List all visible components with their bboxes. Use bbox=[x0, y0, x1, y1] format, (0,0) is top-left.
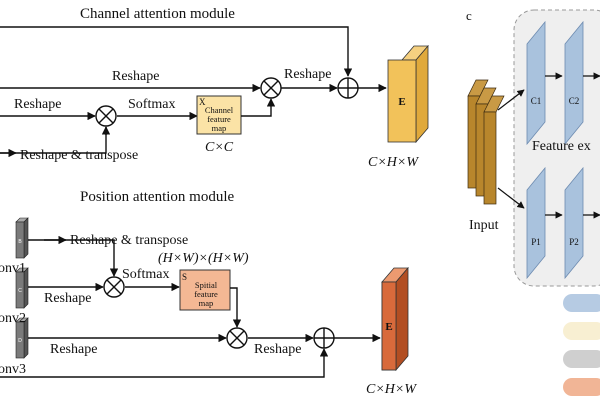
channel-softmax-label: Softmax bbox=[128, 97, 175, 112]
position-output-block: E bbox=[381, 266, 409, 372]
conv3-label: onv3 bbox=[0, 362, 26, 377]
channel-output-letter: E bbox=[398, 96, 405, 108]
conv1-label: onv1 bbox=[0, 261, 26, 276]
feature-ex-label: Feature ex bbox=[532, 139, 591, 154]
channel-add bbox=[337, 77, 359, 99]
c2-card: C2 bbox=[564, 20, 584, 146]
channel-attention-module: Channel attention module Reshape Reshape… bbox=[0, 6, 429, 170]
conv2-label: onv2 bbox=[0, 311, 26, 326]
c2-label: C2 bbox=[569, 96, 580, 106]
channel-transpose-line bbox=[0, 127, 107, 154]
conv1-block: B bbox=[15, 217, 29, 259]
position-output-letter: E bbox=[385, 321, 392, 333]
channel-reshape-left-label: Reshape bbox=[14, 97, 61, 112]
legend-swatch-orange bbox=[563, 378, 600, 396]
conv3-tag: D bbox=[18, 338, 22, 344]
position-multiply-left bbox=[103, 276, 125, 298]
position-add bbox=[313, 327, 335, 349]
position-reshape-conv2-label: Reshape bbox=[44, 291, 91, 306]
input-label: Input bbox=[469, 218, 499, 233]
conv3-block: D bbox=[15, 317, 29, 359]
position-transpose-label: Reshape & transpose bbox=[70, 233, 188, 248]
position-multiply-right bbox=[226, 327, 248, 349]
channel-feature-map-box: X Channel feature map bbox=[196, 95, 242, 135]
legend-swatch-gray bbox=[563, 350, 600, 368]
channel-box-to-multiply bbox=[241, 98, 276, 117]
channel-output-dim: C×H×W bbox=[368, 155, 419, 170]
c1-card: C1 bbox=[526, 20, 546, 146]
spatial-feature-map-box: S Spitial feature map bbox=[179, 269, 231, 311]
conv1-tag: B bbox=[18, 239, 22, 245]
panel-c: c Input C1 C2 Feature ex bbox=[466, 8, 600, 396]
channel-multiply-top bbox=[260, 77, 282, 99]
position-softmax-label: Softmax bbox=[122, 267, 169, 282]
position-box-to-multiply bbox=[230, 287, 242, 328]
position-dim-label: (H×W)×(H×W) bbox=[158, 251, 249, 266]
channel-output-block: E bbox=[387, 44, 429, 144]
position-attention-module: Position attention module B C D onv1 onv… bbox=[0, 189, 417, 397]
channel-title: Channel attention module bbox=[80, 6, 235, 22]
channel-box-text-1: Channel bbox=[205, 105, 234, 115]
input-stack bbox=[467, 79, 505, 205]
channel-transpose-label: Reshape & transpose bbox=[20, 148, 138, 163]
channel-reshape-out-label: Reshape bbox=[284, 67, 331, 82]
channel-box-text-3: map bbox=[212, 123, 227, 133]
channel-box-text-2: feature bbox=[207, 114, 231, 124]
position-title: Position attention module bbox=[80, 189, 235, 205]
p2-label: P2 bbox=[569, 237, 579, 247]
spatial-box-text-1: Spitial bbox=[195, 280, 218, 290]
spatial-box-text-3: map bbox=[199, 298, 214, 308]
input-to-c1-arrow bbox=[497, 89, 525, 111]
channel-multiply-lower bbox=[95, 105, 117, 127]
position-reshape-out-label: Reshape bbox=[254, 342, 301, 357]
position-output-dim: C×H×W bbox=[366, 382, 417, 397]
legend-swatch-cream bbox=[563, 322, 600, 340]
input-to-p1-arrow bbox=[497, 187, 525, 209]
conv2-tag: C bbox=[18, 288, 22, 294]
channel-box-letter: X bbox=[199, 97, 206, 107]
spatial-box-text-2: feature bbox=[194, 289, 218, 299]
spatial-box-letter: S bbox=[182, 272, 187, 282]
c1-label: C1 bbox=[531, 96, 542, 106]
p1-label: P1 bbox=[531, 237, 541, 247]
channel-reshape-top-label: Reshape bbox=[112, 69, 159, 84]
position-bottom-bypass bbox=[0, 348, 329, 378]
panel-c-label: c bbox=[466, 8, 472, 23]
channel-box-dim: C×C bbox=[205, 140, 234, 155]
p2-card: P2 bbox=[564, 166, 584, 280]
channel-top-bypass bbox=[0, 26, 353, 77]
conv2-block: C bbox=[15, 267, 29, 309]
p1-card: P1 bbox=[526, 166, 546, 280]
legend-swatch-blue bbox=[563, 294, 600, 312]
position-reshape-conv3-label: Reshape bbox=[50, 342, 97, 357]
